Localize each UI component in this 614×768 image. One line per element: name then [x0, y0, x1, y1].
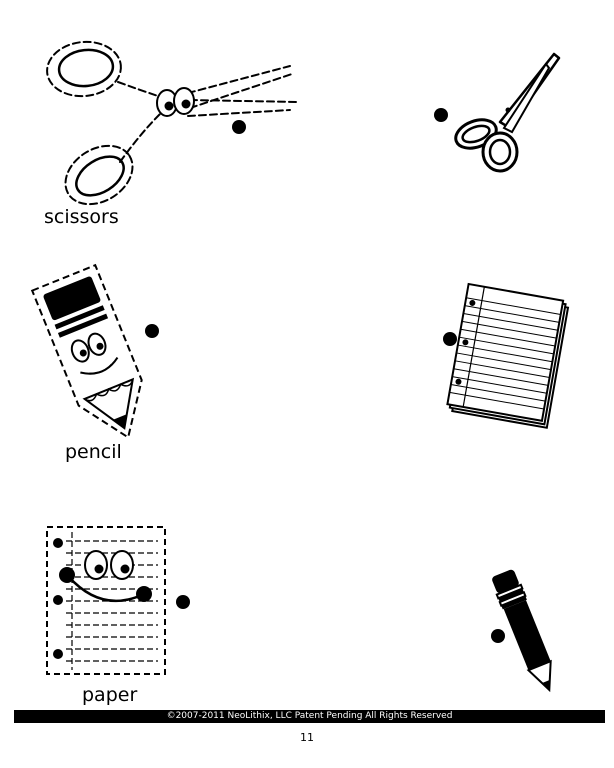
pencil-connect-dot[interactable] [145, 324, 159, 338]
notebook-paper-icon [446, 282, 570, 429]
cartoon-scissors-icon [46, 40, 299, 206]
paper-connect-dot[interactable] [176, 595, 190, 609]
real-scissors-connect-dot[interactable] [434, 108, 448, 122]
page-number: 11 [300, 731, 314, 744]
real-pencil-connect-dot[interactable] [491, 629, 505, 643]
scissors-connect-dot[interactable] [232, 120, 246, 134]
cartoon-pencil-icon [30, 263, 143, 439]
paper-label: paper [82, 684, 138, 706]
scissors-eyes-icon [156, 87, 195, 117]
scissors-label: scissors [44, 206, 119, 228]
real-paper-connect-dot[interactable] [443, 332, 457, 346]
cartoon-paper-icon [46, 526, 166, 675]
pencil-icon [492, 569, 552, 693]
scissors-icon [454, 52, 561, 173]
copyright-footer: ©2007-2011 NeoLithix, LLC Patent Pending… [14, 710, 605, 723]
pencil-label: pencil [65, 441, 122, 463]
